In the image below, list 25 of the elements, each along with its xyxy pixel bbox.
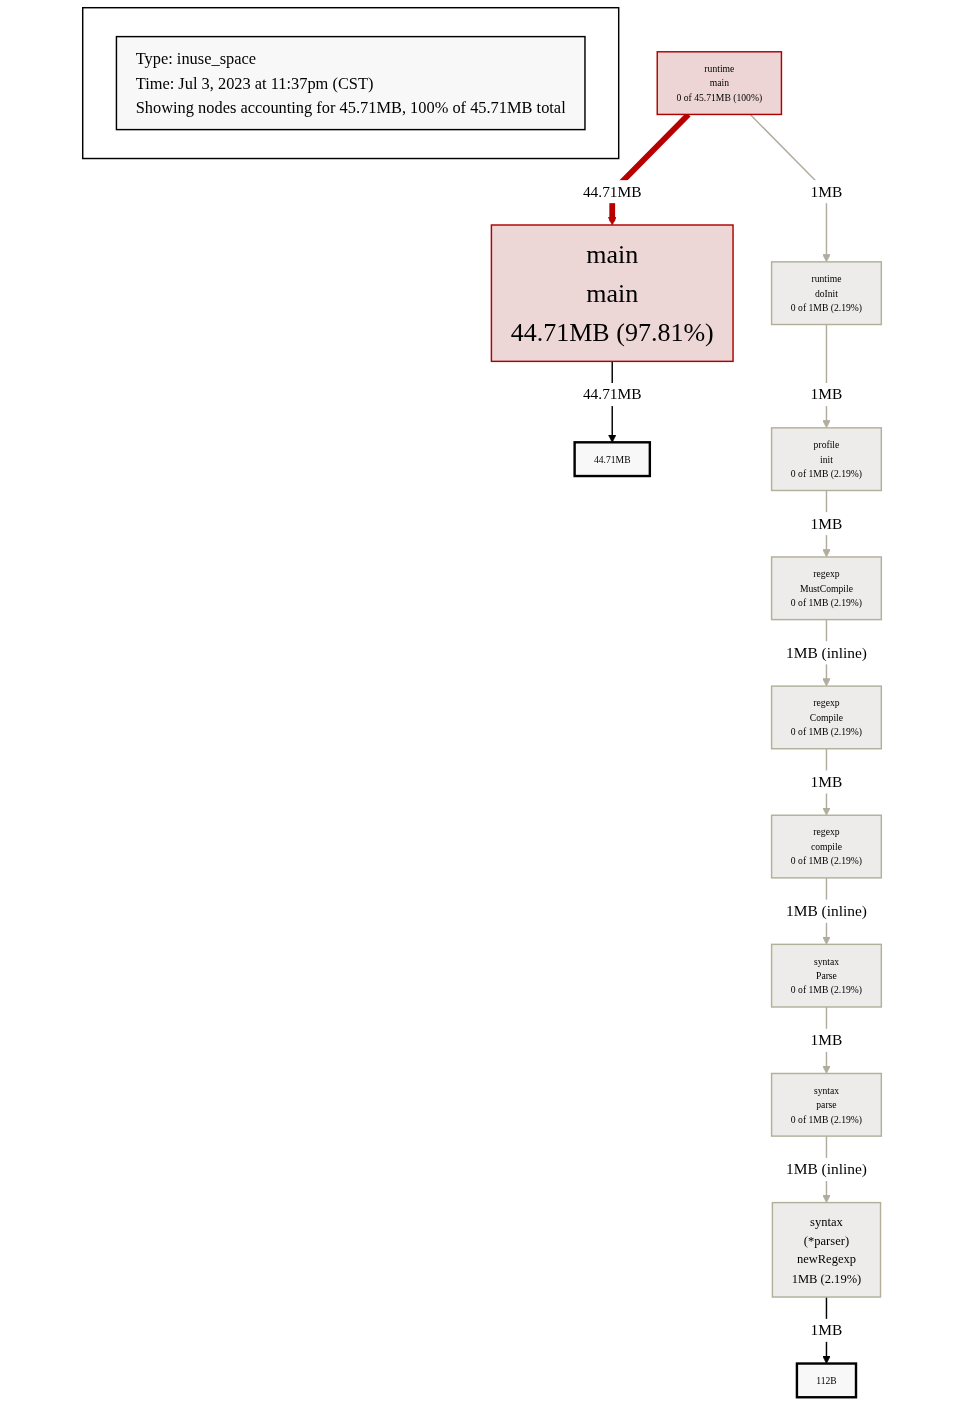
edge-label: 1MB: [811, 1031, 843, 1048]
node-box: runtime main 0 of 45.71MB (100%): [657, 51, 783, 116]
edge-label: 1MB: [811, 515, 843, 532]
edge-label: 44.71MB: [583, 385, 643, 403]
node-box: 112B: [796, 1362, 858, 1399]
node-box: syntax parse 0 of 1MB (2.19%): [771, 1072, 883, 1137]
edge-label: 44.71MB: [583, 183, 643, 200]
edge-label: 1MB (inline): [786, 1160, 868, 1178]
edge-label: 1MB (inline): [786, 902, 868, 919]
edge-label: 1MB: [811, 1321, 843, 1338]
node-box: regexp compile 0 of 1MB (2.19%): [771, 814, 883, 879]
node-box: main main 44.71MB (97.81%): [491, 224, 735, 363]
node-box: syntax (*parser) newRegexp 1MB (2.19%): [772, 1201, 882, 1298]
node-box: runtime doInit 0 of 1MB (2.19%): [771, 261, 883, 326]
node-box: Type: inuse_space Time: Jul 3, 2023 at 11:37pm (CST) Showing nodes accounting for 45.71MB, 100% of 45.71MB total: [116, 35, 587, 131]
edge-label: 1MB (inline): [786, 644, 868, 661]
node-box: regexp MustCompile 0 of 1MB (2.19%): [771, 556, 883, 621]
edge-label: 1MB: [811, 385, 843, 403]
node-box: profile init 0 of 1MB (2.19%): [771, 427, 883, 492]
node-box: 44.71MB: [573, 441, 652, 478]
cluster: [82, 7, 620, 160]
edge-label: 1MB: [811, 773, 843, 790]
edge-label: 1MB: [811, 183, 843, 200]
node-box: regexp Compile 0 of 1MB (2.19%): [771, 685, 883, 750]
node-box: syntax Parse 0 of 1MB (2.19%): [771, 943, 883, 1008]
